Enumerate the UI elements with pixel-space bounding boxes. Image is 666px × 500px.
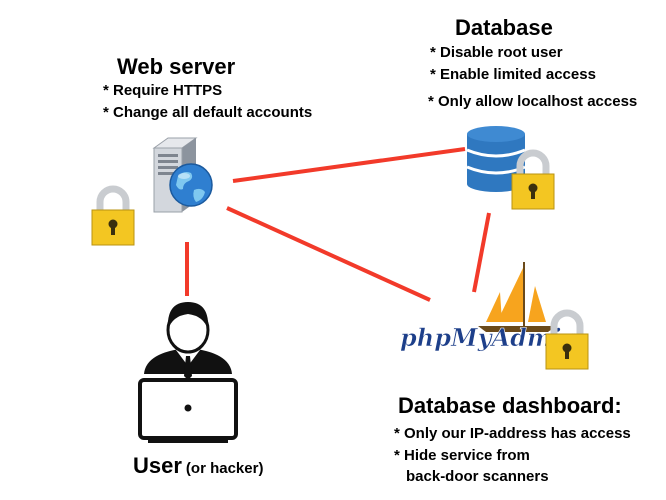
dashboard-title: Database dashboard: [398,393,622,418]
link-database-dashboard [472,212,491,293]
user-title: User [133,453,182,478]
database-bullet: * Only allow localhost access [428,93,638,110]
database-title: Database [455,15,553,40]
web-server-bullet: * Require HTTPS [103,82,223,99]
padlock-icon [511,149,555,210]
padlock-icon [91,185,135,246]
connections [185,147,491,302]
padlock-icon [545,309,589,370]
link-server-database [232,147,466,183]
globe-icon [169,163,213,207]
dashboard-bullet: * Hide service from [394,447,530,464]
web-server-bullet: * Change all default accounts [103,104,313,121]
link-server-dashboard [226,206,431,302]
user-laptop-icon [138,302,238,443]
dashboard-bullet: * Only our IP-address has access [394,425,631,442]
dashboard-bullet: back-door scanners [406,468,549,485]
user-label: User(or hacker) [133,453,263,479]
user-note: (or hacker) [185,460,264,477]
database-bullet: * Disable root user [430,44,563,61]
web-server-title: Web server [117,54,236,79]
database-bullet: * Enable limited access [430,66,596,83]
